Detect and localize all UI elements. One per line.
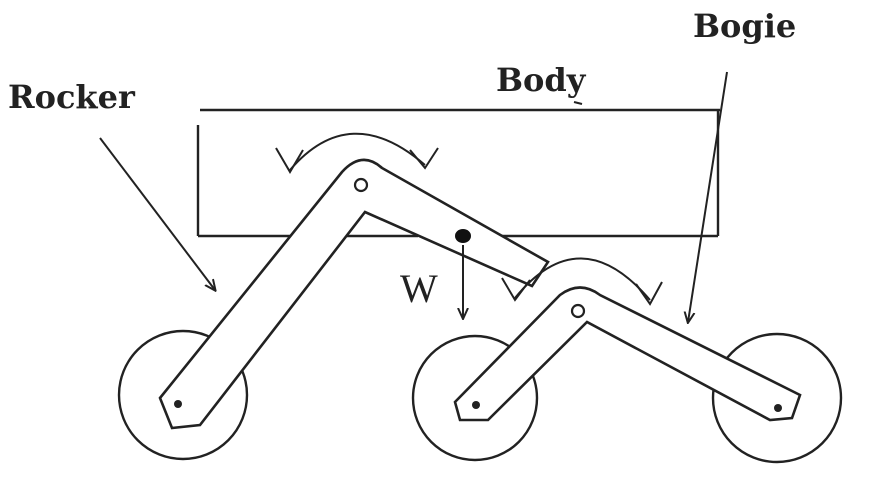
rocker-rotation-arrow [275,132,439,174]
rocker-wheel-axle [174,400,182,408]
center-of-mass-dot [455,229,471,243]
bogie-middle-axle [472,401,480,409]
bogie-leader-line [688,71,728,322]
body-leader-tick [573,101,583,105]
body-label: Body [496,61,587,99]
rocker-leader-line [99,137,215,290]
bogie-arm [453,286,802,422]
rocker-pivot [353,177,369,193]
bogie-label: Bogie [693,7,796,45]
rocker-arm [158,158,550,430]
weight-label: W [400,266,438,311]
bogie-rotation-arrow [501,257,663,306]
bogie-pivot [570,303,586,319]
bogie-front-axle [774,404,782,412]
rocker-label: Rocker [8,78,136,116]
